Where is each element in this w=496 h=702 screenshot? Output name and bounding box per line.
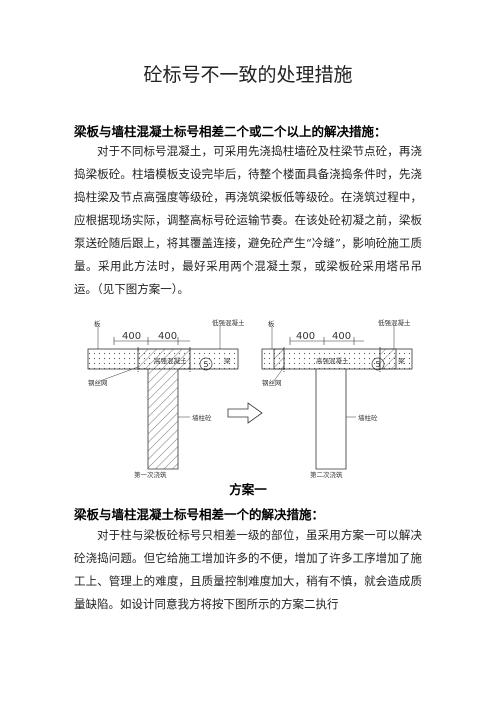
left-high-label: 高强混凝土 bbox=[154, 356, 187, 365]
right-mesh-label: 钢丝网 bbox=[262, 378, 282, 387]
diagram-caption: 方案一 bbox=[229, 482, 267, 497]
left-slab-label: 板 bbox=[94, 319, 101, 328]
left-pour-label: 第一次浇筑 bbox=[134, 470, 167, 479]
left-diagram: 5 板 400 400 低强混凝土 高强混凝土 梁 钢丝网 墙柱砼 第一次浇筑 bbox=[87, 318, 245, 479]
transition-arrow-icon bbox=[227, 402, 263, 424]
section2-paragraph: 对于柱与梁板砼标号只相差一级的部位，虽采用方案一可以解决砼浇捣问题。但它给施工增… bbox=[74, 528, 422, 611]
right-pour-label: 第二次浇筑 bbox=[310, 470, 343, 479]
left-beam-label: 梁 bbox=[224, 356, 231, 365]
right-high-label: 高强混凝土 bbox=[316, 356, 349, 365]
right-diagram: 5 板 400 400 低强混凝土 高强混凝土 梁 钢丝网 墙柱砼 第二次浇筑 bbox=[261, 318, 413, 479]
right-column-shape bbox=[315, 368, 347, 470]
right-slab-label: 板 bbox=[268, 319, 275, 328]
left-dim-2: 400 bbox=[158, 331, 177, 342]
scheme-one-diagram: 5 板 400 400 低强混凝土 高强混凝土 梁 钢丝网 墙柱砼 第一次浇筑 bbox=[87, 318, 413, 479]
svg-text:5: 5 bbox=[203, 360, 208, 369]
left-column-shape bbox=[137, 348, 191, 470]
section1-paragraph: 对于不同标号混凝土，可采用先浇捣柱墙砼及柱梁节点砼，再浇捣梁板砼。柱墙模板支设完… bbox=[74, 144, 422, 296]
section2-heading: 梁板与墙柱混凝土标号相差一个的解决措施： bbox=[74, 507, 325, 522]
right-beam-label: 梁 bbox=[398, 356, 405, 365]
section1-heading: 梁板与墙柱混凝土标号相差二个或二个以上的解决措施： bbox=[74, 124, 387, 139]
left-wall-label: 墙柱砼 bbox=[192, 413, 212, 422]
right-dim-2: 400 bbox=[332, 331, 351, 342]
left-dim-1: 400 bbox=[122, 331, 141, 342]
svg-text:5: 5 bbox=[375, 360, 380, 369]
page-title: 砼标号不一致的处理措施 bbox=[143, 64, 353, 86]
left-mesh-label: 钢丝网 bbox=[88, 378, 108, 387]
right-wall-label: 墙柱砼 bbox=[358, 413, 378, 422]
right-dim-1: 400 bbox=[296, 331, 315, 342]
right-low-label: 低强混凝土 bbox=[378, 318, 411, 327]
left-low-label: 低强混凝土 bbox=[212, 318, 245, 327]
